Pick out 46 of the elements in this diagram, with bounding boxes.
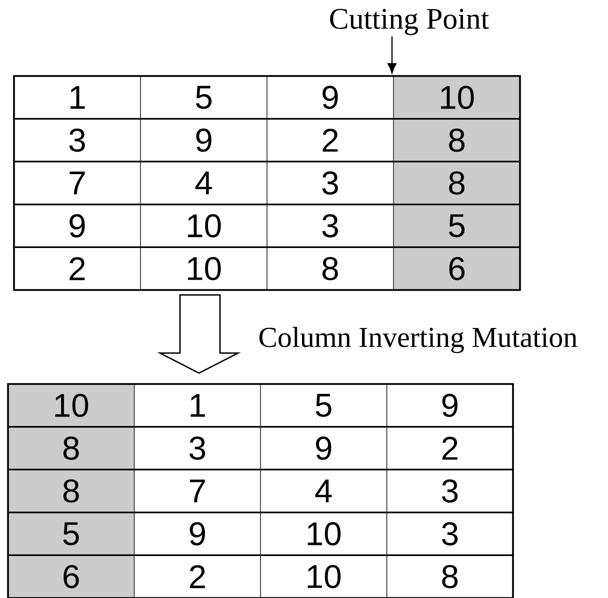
table-cell: 5 [394,204,520,247]
table-cell: 9 [322,86,338,110]
table-cell: 5 [196,86,212,109]
table-cell: 7 [70,172,85,194]
table-cell: 3 [322,171,338,195]
table-cell: 2 [322,128,338,152]
table-cell: 9 [190,522,205,546]
table-cell: 7 [190,480,205,502]
annotation-text: Cutting Point [330,8,489,36]
table-cell: 10 [394,76,520,118]
table-cell: 8 [394,119,520,162]
block-arrow [157,294,241,374]
table [13,75,521,291]
table-cell: 5 [316,394,332,417]
table-cell: 1 [70,86,85,109]
table-cell: 2 [442,436,458,460]
table-cell: 10 [8,384,134,426]
table-cell: 3 [442,522,458,546]
table-cell: 4 [315,480,332,502]
table-cell: 9 [70,214,85,238]
table-cell: 3 [322,214,338,238]
table-cell: 2 [190,565,205,588]
table-cell: 10 [188,256,221,280]
table-cell: 1 [190,394,205,417]
table-cell: 8 [442,564,458,588]
table-cell: 10 [308,522,341,546]
table-cell: 8 [322,256,338,280]
table-cell: 6 [8,556,134,598]
table-cell: 9 [316,436,332,460]
table-cell: 9 [196,128,212,152]
table-cell: 4 [195,172,212,194]
arrow [388,36,396,74]
table-cell: 6 [394,248,520,290]
edge-label: Column Inverting Mutation [259,326,578,354]
table [7,383,514,598]
table-cell: 3 [69,128,85,152]
table-cell: 2 [70,257,85,280]
table-cell: 3 [190,436,206,460]
table-cell: 8 [8,427,134,470]
table-cell: 8 [394,162,520,204]
table-cell: 9 [442,394,458,418]
table-cell: 3 [442,479,458,503]
table-cell: 10 [188,214,221,238]
table-cell: 5 [8,512,134,555]
table-cell: 10 [308,564,341,588]
table-cell: 8 [8,470,134,512]
